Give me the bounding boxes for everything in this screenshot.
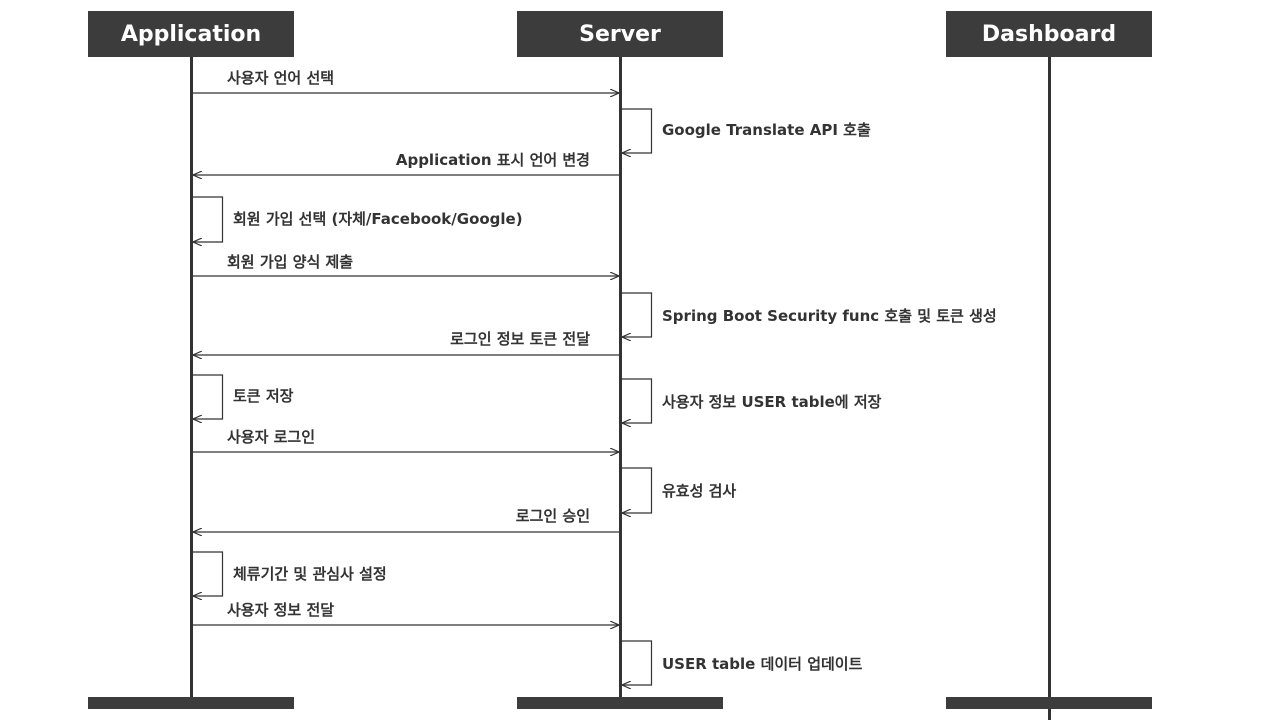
actor-footer-dashboard [946,697,1152,709]
self-message-arrow [622,292,653,337]
message-label: 회원 가입 양식 제출 [227,253,354,271]
message-label: Spring Boot Security func 호출 및 토큰 생성 [662,307,997,325]
actor-footer-application [88,697,294,709]
message-label: 체류기간 및 관심사 설정 [233,565,387,583]
actor-footer-server [517,697,723,709]
self-message-arrow [622,467,653,513]
actor-label: Server [579,21,661,47]
actor-application: Application [88,11,294,57]
self-message-arrow [622,108,653,153]
self-message-arrow [193,196,224,242]
self-message-arrow [622,640,653,685]
actor-label: Application [120,21,262,47]
actor-dashboard: Dashboard [946,11,1152,57]
message-label: 유효성 검사 [662,482,737,500]
message-label: 사용자 정보 전달 [227,601,335,619]
lifeline-application [190,57,193,697]
self-message-arrow [193,551,224,596]
self-message-arrow [193,374,224,419]
message-label: USER table 데이터 업데이트 [662,655,863,673]
message-label: 사용자 로그인 [227,428,316,446]
message-label: 회원 가입 선택 (자체/Facebook/Google) [233,210,523,228]
actor-server: Server [517,11,723,57]
message-label: 토큰 저장 [233,387,294,405]
actor-label: Dashboard [981,21,1117,47]
message-label: Google Translate API 호출 [662,121,871,139]
message-label: 로그인 승인 [515,507,590,525]
message-label: 사용자 정보 USER table에 저장 [662,393,882,411]
lifeline-server [619,57,622,697]
self-message-arrow [622,378,653,423]
message-label: Application 표시 언어 변경 [395,151,590,169]
message-label: 로그인 정보 토큰 전달 [450,330,590,348]
message-label: 사용자 언어 선택 [227,69,335,87]
lifeline-dashboard [1048,57,1051,720]
